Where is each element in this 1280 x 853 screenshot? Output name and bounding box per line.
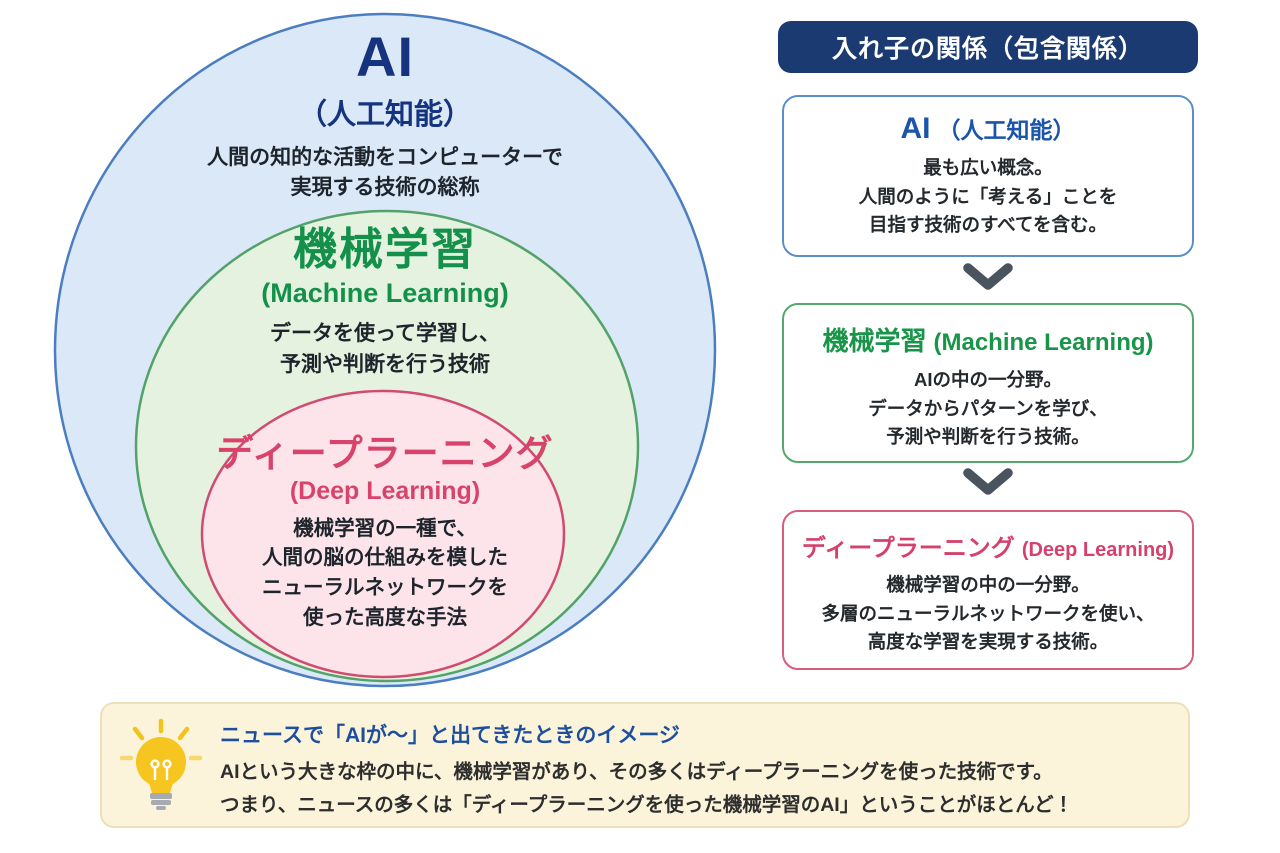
news-note: ニュースで「AIが〜」と出てきたときのイメージ AIという大きな枠の中に、機械学… [100, 702, 1190, 828]
dl-desc-line: 人間の脳の仕組みを模した [262, 546, 508, 570]
ai-title: AI [356, 25, 414, 88]
panel-box-ml-title-suffix: (Machine Learning) [933, 329, 1154, 356]
news-note-line: AIという大きな枠の中に、機械学習があり、その多くはディープラーニングを使った技… [220, 761, 1053, 783]
panel-box-dl-line: 多層のニューラルネットワークを使い、 [821, 602, 1155, 624]
ai-desc-line: 実現する技術の総称 [290, 176, 480, 200]
panel-box-dl-line: 機械学習の中の一分野。 [886, 574, 1090, 595]
dl-description: 機械学習の一種で、 人間の脳の仕組みを模した ニューラルネットワークを 使った高… [65, 514, 705, 633]
ml-description: データを使って学習し、 予測や判断を行う技術 [65, 319, 705, 380]
panel-box-ml-title: 機械学習(Machine Learning) [784, 321, 1192, 358]
panel-box-ml-line: データからパターンを学び、 [868, 397, 1108, 419]
panel-box-ai-line: 人間のように「考える」ことを [858, 185, 1118, 207]
deep-learning-circle [200, 389, 566, 679]
panel-box-ml-title-main: 機械学習 [822, 326, 927, 356]
panel-box-dl-title-main: ディープラーニング [801, 535, 1015, 562]
news-note-text: ニュースで「AIが〜」と出てきたときのイメージ AIという大きな枠の中に、機械学… [220, 719, 1170, 822]
dl-desc-line: 使った高度な手法 [303, 605, 467, 629]
panel-box-dl-title: ディープラーニング (Deep Learning) [784, 528, 1192, 563]
venn-diagram [53, 12, 717, 688]
news-note-title: ニュースで「AIが〜」と出てきたときのイメージ [220, 724, 680, 747]
panel-box-ml-line: 予測や判断を行う技術。 [886, 426, 1090, 448]
ai-subtitle: （人工知能） [297, 98, 472, 131]
ai-description: 人間の知的な活動をコンピューターで 実現する技術の総称 [65, 143, 705, 204]
dl-subtitle: (Deep Learning) [289, 476, 481, 505]
panel-box-dl-body: 機械学習の中の一分野。 多層のニューラルネットワークを使い、 高度な学習を実現す… [784, 571, 1192, 657]
ai-circle-label: AI （人工知能） 人間の知的な活動をコンピューターで 実現する技術の総称 [65, 25, 705, 204]
ml-desc-line: データを使って学習し、 [270, 322, 500, 346]
machine-learning-circle-label: 機械学習 (Machine Learning) データを使って学習し、 予測や判… [65, 225, 705, 380]
ai-desc-line: 人間の知的な活動をコンピューターで [207, 145, 563, 169]
panel-header: 入れ子の関係（包含関係） [778, 21, 1198, 73]
ml-subtitle: (Machine Learning) [261, 278, 509, 309]
ml-title: 機械学習 [293, 225, 477, 274]
panel-box-ai-line: 最も広い概念。 [923, 157, 1053, 178]
panel-box-dl-title-suffix: (Deep Learning) [1021, 539, 1175, 561]
chevron-down-icon [963, 263, 1013, 290]
panel-box-ml-line: AIの中の一分野。 [913, 369, 1062, 390]
dl-desc-line: ニューラルネットワークを [262, 576, 508, 600]
deep-learning-circle-label: ディープラーニング (Deep Learning) 機械学習の一種で、 人間の脳… [65, 433, 705, 633]
panel-box-ai-title: AI（人工知能） [784, 111, 1192, 146]
lightbulb-icon [119, 718, 203, 810]
news-note-body: AIという大きな枠の中に、機械学習があり、その多くはディープラーニングを使った技… [220, 756, 1170, 822]
panel-box-ai: AI（人工知能） 最も広い概念。 人間のように「考える」ことを 目指す技術のすべ… [782, 95, 1194, 257]
panel-box-ai-title-main: AI [900, 112, 931, 145]
panel-box-ml: 機械学習(Machine Learning) AIの中の一分野。 データからパタ… [782, 303, 1194, 463]
panel-box-ai-title-suffix: （人工知能） [937, 117, 1076, 143]
dl-title: ディープラーニング [216, 433, 554, 474]
dl-desc-line: 機械学習の一種で、 [293, 516, 477, 540]
news-note-line: つまり、ニュースの多くは「ディープラーニングを使った機械学習のAI」ということが… [220, 793, 1074, 816]
ml-desc-line: 予測や判断を行う技術 [280, 352, 490, 376]
panel-box-ai-line: 目指す技術のすべてを含む。 [868, 214, 1108, 236]
panel-box-dl: ディープラーニング (Deep Learning) 機械学習の中の一分野。 多層の… [782, 510, 1194, 670]
panel-box-dl-line: 高度な学習を実現する技術。 [867, 631, 1109, 653]
chevron-down-icon [963, 468, 1013, 495]
panel-box-ai-body: 最も広い概念。 人間のように「考える」ことを 目指す技術のすべてを含む。 [784, 154, 1192, 240]
panel-box-ml-body: AIの中の一分野。 データからパターンを学び、 予測や判断を行う技術。 [784, 366, 1192, 452]
